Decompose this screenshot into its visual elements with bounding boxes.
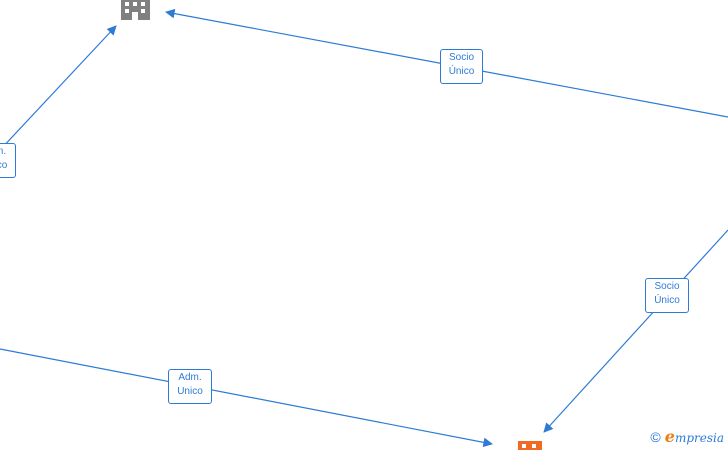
edge-label-line: Unico xyxy=(0,160,8,171)
edge-label-line: Socio xyxy=(654,281,680,292)
edge-line-left-partial xyxy=(0,25,117,151)
edge-label-left-partial[interactable]: Adm. Unico xyxy=(0,143,16,178)
copyright-icon: © xyxy=(650,428,661,445)
edge-label-line: Adm. xyxy=(0,146,7,157)
brand-watermark: © empresia xyxy=(650,427,724,446)
building-icon[interactable] xyxy=(121,0,150,20)
edge-label-line: Único xyxy=(654,295,680,306)
edge-label-line: Único xyxy=(448,66,475,77)
edge-label-line: Unico xyxy=(177,386,203,397)
edge-label-right-bottom[interactable]: Socio Único xyxy=(645,278,689,313)
building-icon[interactable] xyxy=(518,441,542,450)
edge-label-top-right[interactable]: Socio Único xyxy=(440,49,483,84)
edge-line-left-bottom xyxy=(0,348,493,448)
edge-label-line: Adm. xyxy=(178,372,202,383)
edge-label-left-bottom[interactable]: Adm. Unico xyxy=(168,369,212,404)
edge-line-right-bottom xyxy=(543,229,728,433)
edge-label-line: Socio xyxy=(448,52,474,63)
brand-logo: empresia xyxy=(664,427,724,446)
